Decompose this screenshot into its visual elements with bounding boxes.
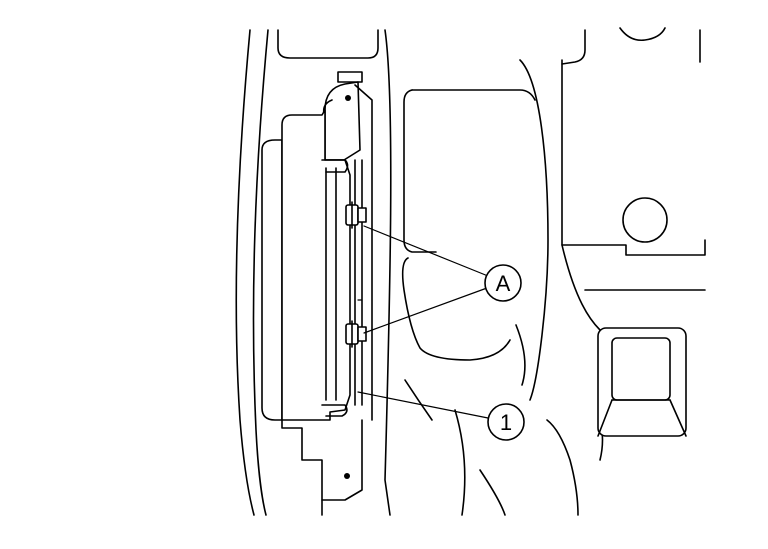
callout-a-label: A <box>496 271 511 296</box>
lower-bolt-hole <box>344 473 350 479</box>
mounting-rail <box>354 84 373 421</box>
bolt-upper <box>345 201 367 229</box>
ecm-unit <box>261 109 351 421</box>
leader-lines <box>357 225 489 419</box>
body-panel-left <box>235 29 269 516</box>
upper-bolt-hole <box>345 95 351 101</box>
callout-1: 1 <box>487 403 525 441</box>
callout-1-label: 1 <box>500 410 512 435</box>
square-plug <box>597 327 687 437</box>
callout-a: A <box>484 264 522 302</box>
upper-bracket <box>322 71 363 161</box>
bolt-lower <box>345 320 367 348</box>
body-hole <box>622 197 668 243</box>
upper-tab <box>277 29 379 59</box>
body-structure-right <box>384 27 706 516</box>
lower-bracket <box>281 419 363 516</box>
